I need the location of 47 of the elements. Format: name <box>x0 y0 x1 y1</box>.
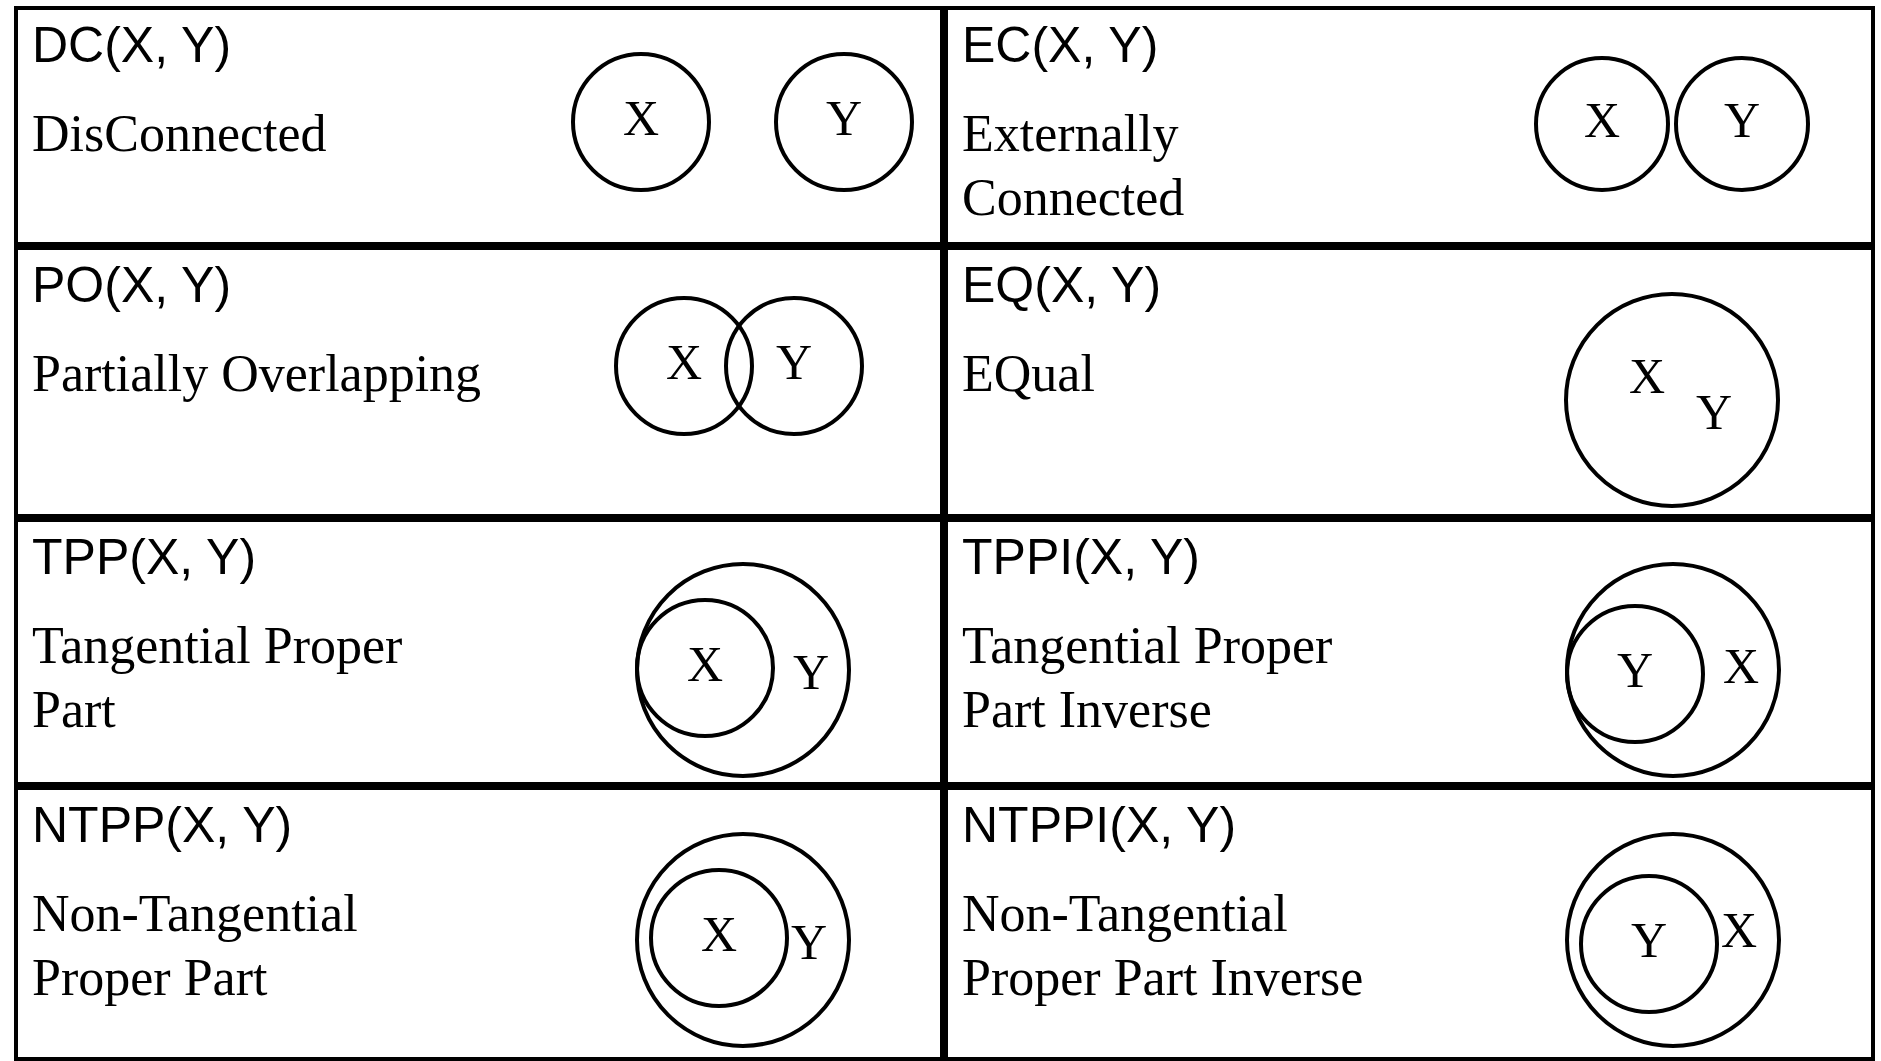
region-label: X <box>1628 351 1666 401</box>
region-label: X <box>686 639 724 689</box>
region-circle <box>635 562 851 778</box>
region-label: Y <box>1616 645 1654 695</box>
region-label: Y <box>1695 387 1733 437</box>
relation-description: Partially Overlapping <box>32 344 483 404</box>
region-label: Y <box>775 337 813 387</box>
region-label: X <box>1583 95 1621 145</box>
region-label: Y <box>790 917 828 967</box>
relation-description: DisConnected <box>32 104 328 164</box>
relation-description: Non-Tangential Proper Part <box>32 884 359 1008</box>
relation-name: PO(X, Y) <box>32 258 232 313</box>
region-circle <box>635 832 851 1048</box>
region-circle <box>614 296 754 436</box>
region-circle <box>1565 604 1705 744</box>
region-label: Y <box>1630 915 1668 965</box>
relation-name: TPPI(X, Y) <box>962 530 1200 585</box>
region-circle <box>1534 56 1670 192</box>
region-label: Y <box>1723 95 1761 145</box>
region-label: X <box>700 909 738 959</box>
region-circle <box>1579 874 1719 1014</box>
region-circle <box>571 52 711 192</box>
region-circle <box>1565 562 1781 778</box>
relation-name: EQ(X, Y) <box>962 258 1162 313</box>
region-label: X <box>665 337 703 387</box>
region-label: X <box>622 93 660 143</box>
relation-description: Tangential Proper Part <box>32 616 404 740</box>
relation-name: EC(X, Y) <box>962 18 1159 73</box>
relation-name: TPP(X, Y) <box>32 530 257 585</box>
relation-name: NTPP(X, Y) <box>32 798 293 853</box>
region-circle <box>1674 56 1810 192</box>
region-label: Y <box>825 93 863 143</box>
relation-description: Non-Tangential Proper Part Inverse <box>962 884 1365 1008</box>
region-circle <box>649 868 789 1008</box>
relation-description: EQual <box>962 344 1096 404</box>
region-circle <box>635 598 775 738</box>
relation-description: Externally Connected <box>962 104 1186 228</box>
relation-name: DC(X, Y) <box>32 18 232 73</box>
region-circle <box>1565 832 1781 1048</box>
relation-description: Tangential Proper Part Inverse <box>962 616 1334 740</box>
region-label: X <box>1720 905 1758 955</box>
region-circle <box>1564 292 1780 508</box>
region-label: X <box>1722 641 1760 691</box>
relation-name: NTPPI(X, Y) <box>962 798 1237 853</box>
region-circle <box>724 296 864 436</box>
region-circle <box>774 52 914 192</box>
region-label: Y <box>792 647 830 697</box>
